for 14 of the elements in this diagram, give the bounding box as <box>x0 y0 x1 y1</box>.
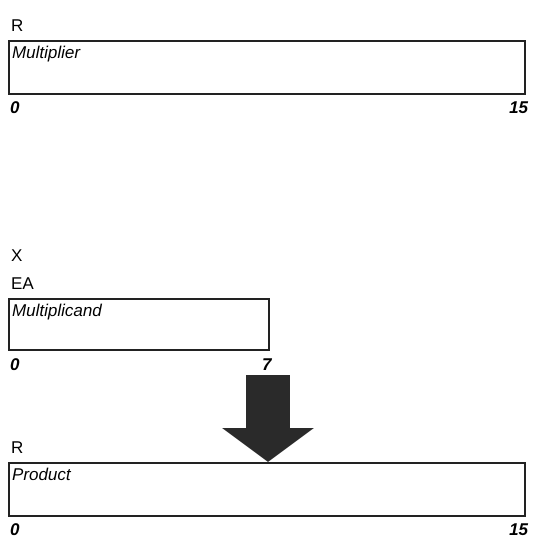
register-label: R <box>11 16 24 36</box>
register-label: EA <box>11 274 34 294</box>
register-label: X <box>11 246 22 266</box>
bit-number: 15 <box>509 520 528 540</box>
bit-number: 15 <box>509 98 528 118</box>
bit-number: 0 <box>10 98 20 118</box>
block-arrow <box>222 375 314 462</box>
register-name: Multiplier <box>12 43 80 63</box>
register-name: Product <box>12 465 71 485</box>
register-label: R <box>11 438 24 458</box>
bit-number: 7 <box>262 355 272 375</box>
register-name: Multiplicand <box>12 301 102 321</box>
bit-number: 0 <box>10 355 20 375</box>
bit-number: 0 <box>10 520 20 540</box>
